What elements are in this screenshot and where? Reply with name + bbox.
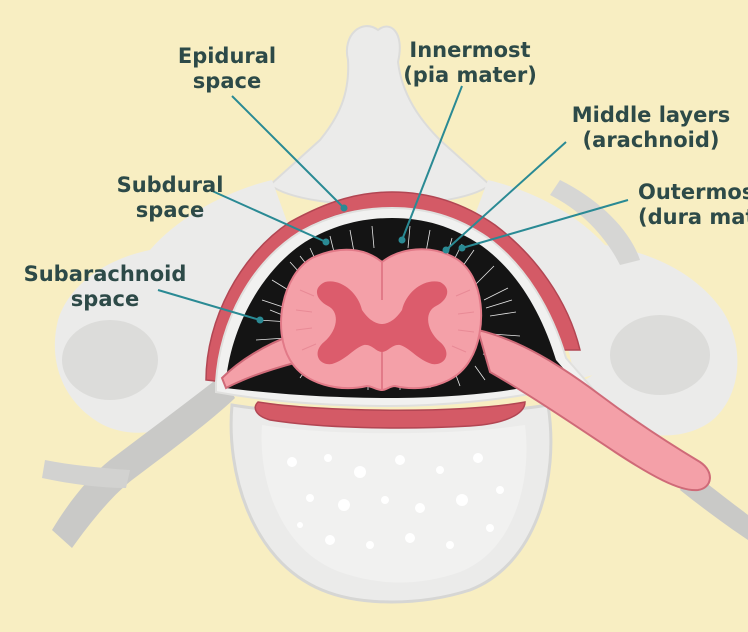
label-line: space — [192, 69, 262, 93]
label-line: Epidural — [177, 44, 277, 68]
label-line: Innermost — [409, 38, 531, 62]
spinous-process — [268, 25, 492, 207]
nerve-left — [52, 375, 235, 548]
facet-right — [610, 315, 710, 395]
leader-outermost — [461, 199, 629, 249]
leader-subdural — [209, 189, 327, 243]
label-line: Middle layers — [571, 103, 731, 127]
nerve-left-branch — [42, 460, 130, 488]
label-line: (pia mater) — [403, 63, 537, 87]
leader-epidural — [231, 95, 345, 209]
label-line: Subdural — [116, 173, 224, 197]
label-line: Subarachnoid — [23, 262, 187, 286]
leader-subarachnoid — [157, 289, 261, 321]
lamina-right — [470, 180, 649, 380]
label-line: (arachnoid) — [582, 128, 720, 152]
leader-dots — [256, 204, 466, 324]
label-line: space — [135, 198, 205, 222]
label-line: Outermost — [638, 180, 748, 204]
nerve-root-sleeve-left — [220, 333, 300, 390]
leader-middle — [445, 141, 567, 251]
label-line: space — [70, 287, 140, 311]
leader-innermost — [401, 85, 463, 241]
pedicle-right-shadow — [550, 180, 640, 265]
label-pia-mater: Innermost (pia mater) — [390, 38, 550, 88]
gray-matter — [316, 281, 448, 365]
nerve-root-sleeve-right — [476, 328, 711, 492]
label-dura-mater: Outermost (dura mater) — [638, 180, 748, 230]
label-arachnoid: Middle layers (arachnoid) — [556, 103, 746, 153]
cord-texture — [295, 289, 475, 353]
label-line: (dura mater) — [638, 205, 748, 229]
facet-left — [62, 320, 158, 400]
leader-lines — [157, 85, 629, 321]
vertebra — [54, 25, 738, 604]
label-subarachnoid-space: Subarachnoid space — [10, 262, 200, 312]
bone-pores — [287, 453, 504, 549]
epidural-fat-ventral — [254, 401, 526, 429]
label-subdural-space: Subdural space — [100, 173, 240, 223]
label-epidural-space: Epidural space — [152, 44, 302, 94]
